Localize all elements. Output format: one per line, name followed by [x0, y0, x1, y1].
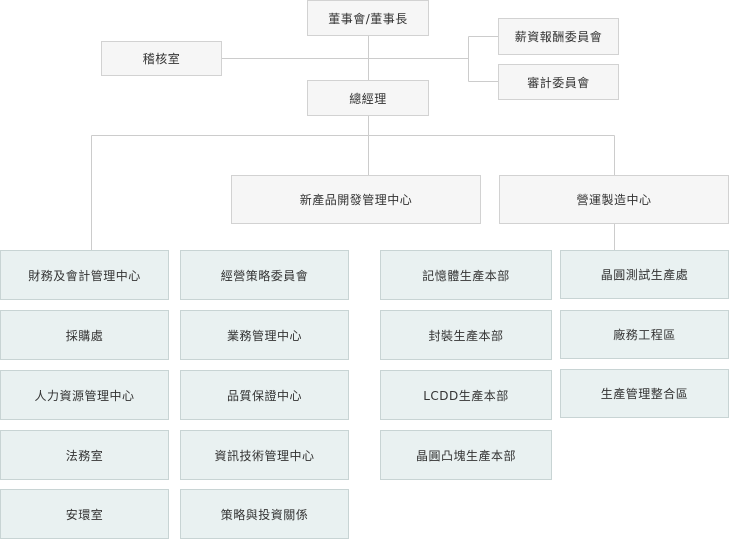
audit-committee-box: 審計委員會 — [498, 64, 619, 100]
col1-item-procurement: 採購處 — [0, 310, 169, 360]
col1-item-hr: 人力資源管理中心 — [0, 370, 169, 420]
col3-item-label: LCDD生產本部 — [423, 388, 509, 403]
col4-item-label: 廠務工程區 — [613, 328, 676, 342]
audit-office-box: 稽核室 — [101, 41, 222, 76]
col2-item-label: 策略與投資關係 — [220, 507, 309, 522]
compensation-committee-box: 薪資報酬委員會 — [498, 18, 619, 55]
col2-item-label: 資訊技術管理中心 — [214, 448, 315, 463]
col1-item-safety: 安環室 — [0, 489, 169, 539]
col1-item-label: 人力資源管理中心 — [34, 388, 135, 403]
col1-item-legal: 法務室 — [0, 430, 169, 480]
new-product-center-box: 新產品開發管理中心 — [231, 175, 481, 224]
operations-center-box: 營運製造中心 — [499, 175, 729, 224]
col3-item-label: 記憶體生產本部 — [422, 268, 510, 283]
col2-item-investor-relations: 策略與投資關係 — [180, 489, 349, 539]
col4-item-production-integration: 生產管理整合區 — [560, 369, 729, 418]
compensation-committee-label: 薪資報酬委員會 — [514, 30, 603, 44]
col4-item-label: 生產管理整合區 — [600, 387, 689, 401]
president-label: 總經理 — [349, 91, 387, 106]
audit-committee-label: 審計委員會 — [527, 75, 590, 90]
col3-item-packaging: 封裝生產本部 — [380, 310, 552, 360]
col3-item-lcdd: LCDD生產本部 — [380, 370, 552, 420]
col4-item-facility-engineering: 廠務工程區 — [560, 310, 729, 359]
col1-item-label: 財務及會計管理中心 — [28, 268, 141, 283]
col1-item-label: 採購處 — [65, 328, 104, 343]
col3-item-bumping: 晶圓凸塊生產本部 — [380, 430, 552, 480]
col4-item-label: 晶圓測試生產處 — [600, 268, 689, 282]
col4-item-wafer-test: 晶圓測試生產處 — [560, 250, 729, 299]
new-product-center-label: 新產品開發管理中心 — [299, 193, 413, 207]
col2-item-it: 資訊技術管理中心 — [180, 430, 349, 480]
col1-item-label: 法務室 — [65, 448, 104, 463]
col1-item-label: 安環室 — [65, 507, 104, 522]
col2-item-label: 品質保證中心 — [226, 388, 302, 403]
col1-item-finance: 財務及會計管理中心 — [0, 250, 169, 300]
chairman-box: 董事會/董事長 — [307, 0, 429, 36]
president-box: 總經理 — [307, 80, 429, 116]
col2-item-strategy-committee: 經營策略委員會 — [180, 250, 349, 300]
col2-item-sales: 業務管理中心 — [180, 310, 349, 360]
col3-item-memory: 記憶體生產本部 — [380, 250, 552, 300]
col3-item-label: 晶圓凸塊生產本部 — [415, 448, 516, 463]
col2-item-label: 業務管理中心 — [226, 328, 302, 343]
col2-item-quality: 品質保證中心 — [180, 370, 349, 420]
col2-item-label: 經營策略委員會 — [220, 268, 309, 283]
col3-item-label: 封裝生產本部 — [428, 328, 504, 343]
audit-office-label: 稽核室 — [142, 52, 181, 66]
chairman-label: 董事會/董事長 — [328, 11, 408, 26]
operations-center-label: 營運製造中心 — [576, 193, 652, 207]
